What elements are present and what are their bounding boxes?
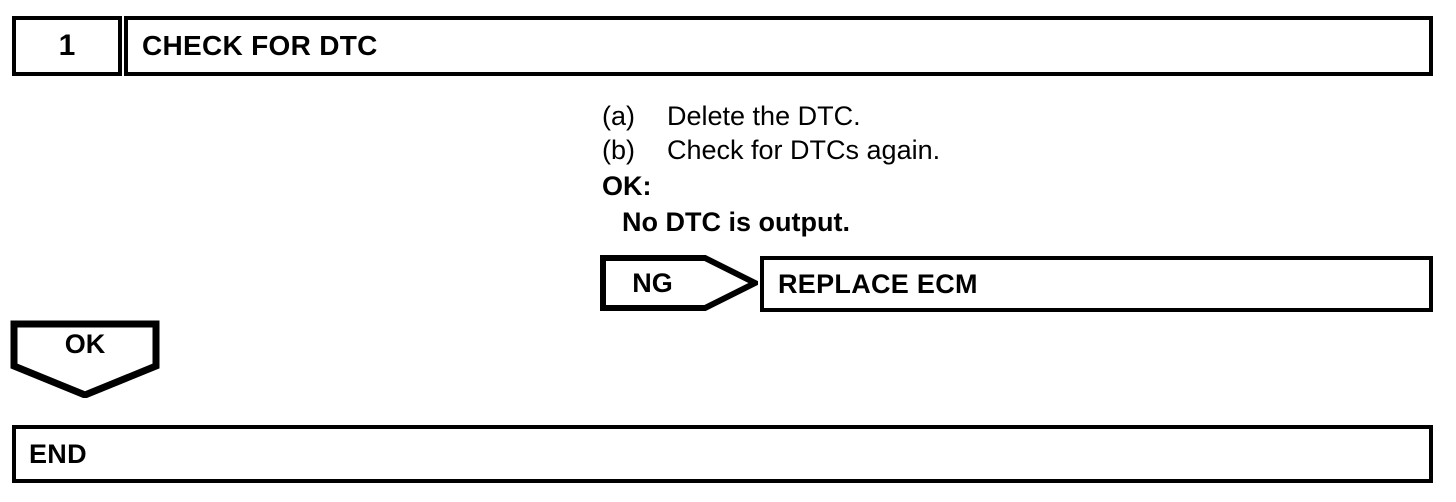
ok-criterion-label: OK: bbox=[602, 171, 652, 201]
ok-connector-arrow: OK bbox=[10, 320, 160, 398]
step-title-box: CHECK FOR DTC bbox=[124, 16, 1433, 76]
end-box: END bbox=[12, 425, 1433, 483]
replace-ecm-box: REPLACE ECM bbox=[760, 256, 1433, 312]
ng-connector-arrow: NG bbox=[600, 255, 758, 311]
ok-connector-label: OK bbox=[64, 328, 106, 359]
ng-arrow-shape bbox=[600, 255, 758, 311]
step-number-label: 1 bbox=[58, 29, 76, 62]
ok-criterion-value: No DTC is output. bbox=[622, 207, 850, 237]
replace-ecm-label: REPLACE ECM bbox=[778, 268, 978, 299]
procedure-item-b-label: (b) bbox=[602, 135, 635, 165]
step-title-label: CHECK FOR DTC bbox=[142, 30, 378, 61]
procedure-item-a: (a) Delete the DTC. bbox=[602, 99, 1362, 133]
ng-connector-label: NG bbox=[632, 267, 673, 298]
procedure-item-a-label: (a) bbox=[602, 101, 635, 131]
procedure-item-a-text: Delete the DTC. bbox=[667, 101, 861, 131]
procedure-item-b: (b) Check for DTCs again. bbox=[602, 133, 1362, 167]
end-label: END bbox=[29, 438, 87, 469]
procedure-block: (a) Delete the DTC. (b) Check for DTCs a… bbox=[602, 99, 1362, 239]
step-number-box: 1 bbox=[12, 16, 122, 76]
procedure-item-b-text: Check for DTCs again. bbox=[667, 135, 941, 165]
ok-arrow-shape bbox=[10, 320, 160, 398]
